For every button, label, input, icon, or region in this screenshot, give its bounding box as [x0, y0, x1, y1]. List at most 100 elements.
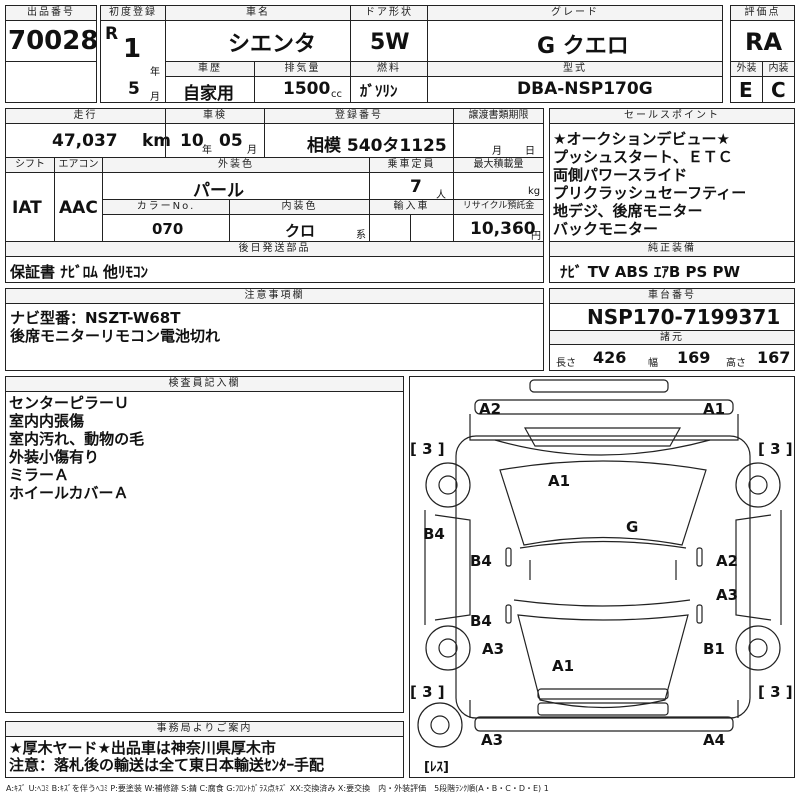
height: 167	[757, 348, 791, 367]
interior-color-label: 内装色	[229, 199, 370, 215]
import-cell-2	[410, 214, 454, 242]
interior-grade-cell	[762, 76, 795, 103]
recycle-amount: 10,360	[470, 219, 536, 239]
legend: A:ｷｽﾞ U:ﾍｺﾐ B:ｷｽﾞを伴うﾍｺﾐ P:要塗装 W:補修跡 S:錆 …	[6, 784, 549, 793]
damage-left-rear-door: B4	[470, 612, 492, 630]
sales-point-line: プッシュスタート、ＥＴＣ	[553, 148, 733, 166]
inspector-cell	[5, 391, 404, 713]
genuine-equipment: ﾅﾋﾞ TV ABS ｴｱB PS PW	[560, 263, 741, 281]
damage-front-left: A2	[479, 400, 502, 418]
caution-cell	[5, 303, 544, 371]
month-unit: 月	[150, 92, 160, 103]
later-parts-cell	[5, 256, 544, 283]
damage-roof: G	[626, 518, 639, 536]
displacement-unit: cc	[331, 89, 342, 100]
ac: AAC	[59, 198, 98, 218]
damage-right-rear-door: A3	[716, 586, 739, 604]
damage-rear-right: A4	[703, 731, 726, 749]
length: 426	[593, 348, 627, 367]
chassis-label: 車台番号	[549, 288, 795, 304]
inspection-month-unit: 月	[247, 145, 257, 156]
inspector-line: 室内内張傷	[9, 412, 85, 430]
first-reg-label: 初度登録	[100, 5, 166, 21]
mileage-unit: km	[142, 131, 172, 151]
inspector-label: 検査員記入欄	[5, 376, 404, 392]
width-label: 幅	[648, 358, 658, 369]
exterior-color-label: 外装色	[102, 157, 370, 173]
capacity: 7	[410, 177, 422, 197]
reg-month: 5	[128, 79, 140, 99]
sales-points-label: セールスポイント	[549, 108, 795, 124]
inspector-line: ホイールカバーＡ	[9, 484, 129, 502]
car-name-label: 車名	[165, 5, 351, 21]
model-cell	[427, 76, 723, 103]
caution-label: 注意事項欄	[5, 288, 544, 304]
inspection-year-unit: 年	[202, 145, 212, 156]
grade: G クエロ	[537, 34, 629, 59]
car-diagram-frame	[409, 376, 795, 778]
tire-rear-left: [ 3 ]	[410, 683, 445, 701]
damage-hood: A1	[548, 472, 571, 490]
length-label: 長さ	[556, 358, 576, 369]
sales-points-list: ★オークションデビュー★ プッシュスタート、ＥＴＣ 両側パワースライド プリクラ…	[553, 130, 746, 238]
model-label: 型式	[427, 61, 723, 77]
exterior-grade-label: 外装	[730, 61, 763, 77]
inspector-line: ミラーＡ	[9, 466, 70, 484]
chassis-number: NSP170-7199371	[587, 305, 781, 329]
office-label: 事務局よりご案内	[5, 721, 404, 737]
era: R	[105, 24, 119, 44]
office-line: 注意：落札後の輸送は全て東日本輸送ｾﾝﾀｰ手配	[9, 756, 325, 774]
damage-right-front-door: A2	[716, 552, 739, 570]
tire-rear-right: [ 3 ]	[758, 683, 793, 701]
damage-left-fender: B4	[423, 525, 445, 543]
shift-label: シフト	[5, 157, 55, 173]
door-type: 5W	[370, 30, 410, 55]
damage-left-quarter: A3	[482, 640, 505, 658]
score-label: 評価点	[730, 5, 795, 21]
color-no-label: カラーNo.	[102, 199, 230, 215]
interior-color-suffix: 系	[356, 230, 366, 241]
caution-list: ナビ型番：NSZT-W68T 後席モニターリモコン電池切れ	[10, 309, 220, 345]
door-label: ドア形状	[350, 5, 428, 21]
transfer-month-unit: 月	[492, 146, 502, 157]
inspector-line: センターピラーＵ	[9, 394, 130, 412]
lot-blank-cell	[5, 61, 97, 103]
history: 自家用	[183, 84, 234, 104]
caution-line: 後席モニターリモコン電池切れ	[10, 327, 221, 345]
interior-grade-label: 内装	[762, 61, 795, 77]
fuel: ｶﾞｿﾘﾝ	[360, 82, 398, 100]
width: 169	[677, 348, 711, 367]
caution-line: ナビ型番：NSZT-W68T	[10, 309, 181, 327]
score: RA	[745, 28, 783, 56]
damage-front-right: A1	[703, 400, 726, 418]
shift: IAT	[12, 198, 42, 218]
exterior-grade: E	[739, 78, 753, 102]
later-parts-label: 後日発送部品	[5, 241, 544, 257]
sales-point-line: プリクラッシュセーフティー	[553, 184, 747, 202]
recycle-label: リサイクル預託金	[453, 199, 544, 215]
dimensions-label: 諸元	[549, 330, 795, 345]
max-load-unit: kg	[528, 186, 541, 197]
sales-point-line: ★オークションデビュー★	[553, 130, 730, 148]
damage-right-quarter: B1	[703, 640, 725, 658]
later-parts: 保証書 ﾅﾋﾞﾛﾑ 他ﾘﾓｺﾝ	[10, 263, 148, 281]
dimensions-cell	[549, 344, 795, 371]
displacement: 1500	[283, 79, 331, 99]
sales-point-line: 両側パワースライド	[553, 166, 688, 184]
sales-point-line: 地デジ、後席モニター	[553, 202, 703, 220]
capacity-label: 乗車定員	[369, 157, 454, 173]
inspector-line: 室内汚れ、動物の毛	[9, 430, 145, 448]
inspection-label: 車検	[165, 108, 265, 124]
interior-color: クロ	[285, 222, 316, 240]
tire-front-left: [ 3 ]	[410, 440, 445, 458]
office-list: ★厚木ヤード★出品車は神奈川県厚木市 注意：落札後の輸送は全て東日本輸送ｾﾝﾀｰ…	[9, 740, 324, 774]
car-diagram	[417, 379, 782, 748]
office-cell	[5, 736, 404, 778]
mileage: 47,037	[52, 131, 118, 151]
mileage-label: 走行	[5, 108, 166, 124]
genuine-label: 純正装備	[549, 241, 795, 257]
reg-number: 相模 540タ1125	[307, 136, 447, 156]
reg-number-label: 登録番号	[264, 108, 454, 124]
import-cell	[369, 214, 411, 242]
damage-left-front-door: B4	[470, 552, 492, 570]
